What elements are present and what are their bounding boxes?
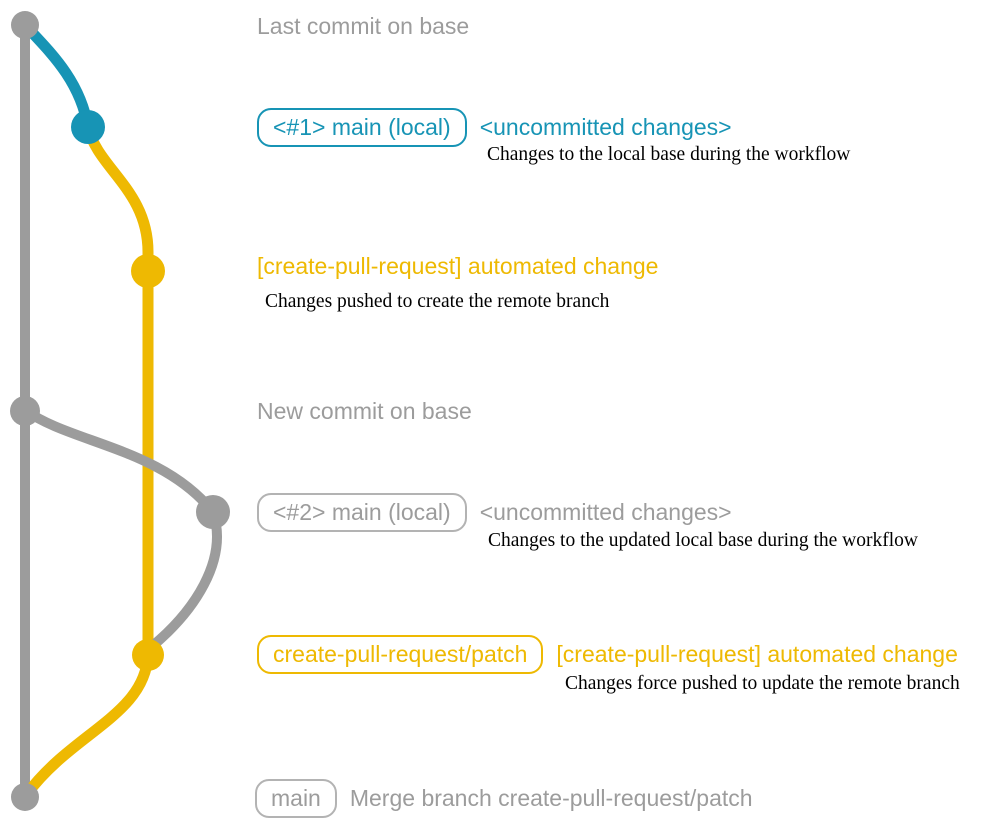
- branch-badge-main-local-1: <#1> main (local): [257, 107, 467, 147]
- commit-new-on-base: [10, 396, 40, 426]
- automated-change-2-title: [create-pull-request] automated change: [556, 640, 958, 667]
- annotation-main-local-2: <#2> main (local) <uncommitted changes>: [257, 492, 732, 532]
- commit-uncommitted-1: [71, 110, 105, 144]
- new-commit-on-base-title: New commit on base: [257, 397, 472, 424]
- uncommitted-changes-1-subtitle: Changes to the local base during the wor…: [487, 144, 851, 165]
- last-commit-on-base-title: Last commit on base: [257, 12, 470, 39]
- annotation-merge-commit: main Merge branch create-pull-request/pa…: [255, 778, 753, 818]
- branch-badge-main: main: [255, 778, 337, 818]
- commit-automated-change-2: [132, 639, 164, 671]
- edge-updated-local-base: [20, 405, 222, 653]
- automated-change-2-subtitle: Changes force pushed to update the remot…: [565, 673, 960, 694]
- annotation-main-local-1: <#1> main (local) <uncommitted changes>: [257, 107, 732, 147]
- uncommitted-changes-2-subtitle: Changes to the updated local base during…: [488, 530, 918, 551]
- branch-badge-main-local-2: <#2> main (local): [257, 492, 467, 532]
- edge-local-changes: [19, 19, 94, 133]
- merge-commit-title: Merge branch create-pull-request/patch: [349, 784, 753, 811]
- annotation-last-commit-on-base: Last commit on base: [257, 6, 469, 46]
- uncommitted-changes-2-title: <uncommitted changes>: [479, 498, 732, 525]
- uncommitted-changes-1-title: <uncommitted changes>: [479, 113, 732, 140]
- automated-change-1-title: [create-pull-request] automated change: [257, 252, 659, 279]
- commit-last-on-base: [11, 11, 39, 39]
- annotation-automated-change-2: create-pull-request/patch [create-pull-r…: [257, 634, 958, 674]
- commit-automated-change-1: [131, 254, 165, 288]
- git-graph: [10, 11, 230, 811]
- edge-remote-patch-branch: [21, 121, 154, 800]
- automated-change-1-subtitle: Changes pushed to create the remote bran…: [265, 291, 610, 312]
- commit-merge: [11, 783, 39, 811]
- annotation-new-commit-on-base: New commit on base: [257, 391, 472, 431]
- commit-uncommitted-2: [196, 495, 230, 529]
- annotation-automated-change-1: [create-pull-request] automated change: [257, 246, 658, 286]
- branch-badge-create-pull-request-patch: create-pull-request/patch: [257, 634, 544, 674]
